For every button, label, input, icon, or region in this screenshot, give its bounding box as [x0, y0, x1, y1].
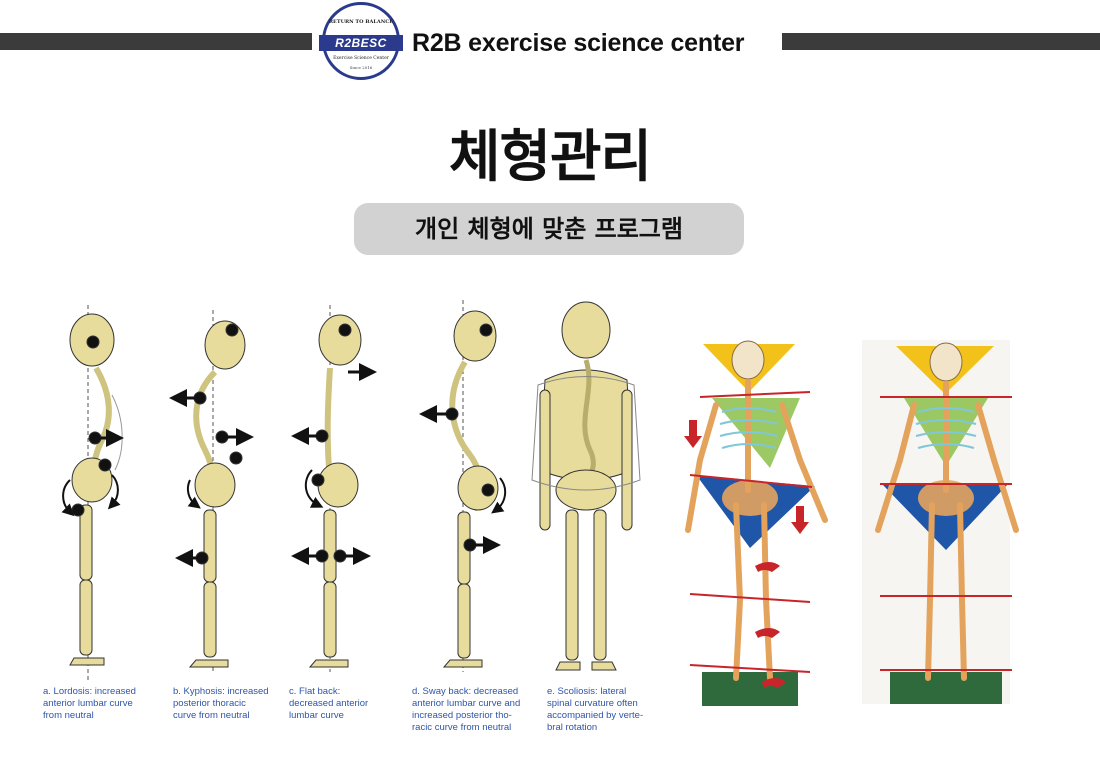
misaligned-skeleton-figure	[684, 340, 828, 706]
aligned-skeleton-figure	[862, 340, 1019, 704]
caption-lordosis: a. Lordosis: increased anterior lumbar c…	[43, 686, 136, 722]
caption-line: posterior thoracic	[173, 698, 246, 709]
caption-line: anterior lumbar curve and	[412, 698, 521, 709]
r2besc-logo: RETURN TO BALANCE R2BESC Exercise Scienc…	[319, 2, 403, 80]
header-bar-left	[0, 33, 312, 50]
caption-line: bral rotation	[547, 722, 598, 733]
page-title: 체형관리	[448, 125, 652, 190]
caption-line: decreased anterior	[289, 698, 369, 709]
header-bar-right	[782, 33, 1100, 50]
caption-line: lumbar curve	[289, 710, 344, 721]
caption-line: accompanied by verte-	[547, 710, 644, 721]
caption-sway-back: d. Sway back: decreased anterior lumbar …	[412, 686, 520, 734]
subtitle-pill: 개인 체형에 맞춘 프로그램	[354, 203, 744, 255]
flat-back-figure	[291, 305, 377, 672]
caption-flat-back: c. Flat back: decreased anterior lumbar …	[289, 686, 368, 722]
caption-line: curve from neutral	[173, 710, 250, 721]
caption-line: d. Sway back: decreased	[412, 686, 519, 697]
logo-band-text: R2BESC	[319, 35, 403, 51]
caption-line: c. Flat back:	[289, 686, 341, 697]
caption-line: racic curve from neutral	[412, 722, 512, 733]
logo-arc-text: RETURN TO BALANCE	[328, 19, 394, 25]
caption-line: a. Lordosis: increased	[43, 686, 136, 697]
caption-line: from neutral	[43, 710, 94, 721]
caption-line: anterior lumbar curve	[43, 698, 133, 709]
logo-since-text: Since 2016	[349, 65, 373, 70]
caption-line: e. Scoliosis: lateral	[547, 686, 627, 697]
caption-line: spinal curvature often	[547, 698, 638, 709]
sway-back-figure	[419, 300, 507, 672]
caption-line: b. Kyphosis: increased	[173, 686, 269, 697]
caption-line: increased posterior tho-	[412, 710, 512, 721]
scoliosis-figure	[531, 301, 641, 671]
brand-name: R2B exercise science center	[412, 29, 745, 57]
caption-scoliosis: e. Scoliosis: lateral spinal curvature o…	[547, 686, 643, 734]
logo-sub-text: Exercise Science Center	[333, 56, 389, 61]
caption-kyphosis: b. Kyphosis: increased posterior thoraci…	[173, 686, 269, 722]
lordosis-figure	[61, 305, 124, 680]
kyphosis-figure	[169, 310, 254, 672]
